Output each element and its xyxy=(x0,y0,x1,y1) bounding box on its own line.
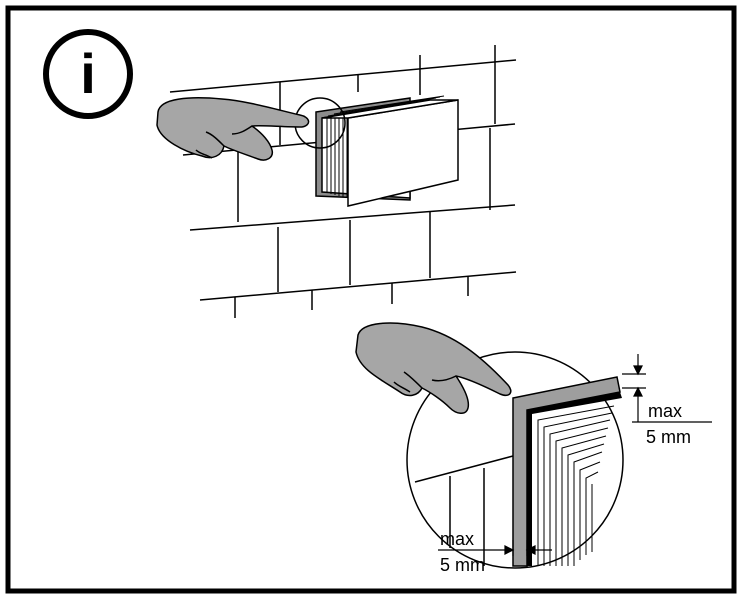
dimension-bottom-max: max xyxy=(440,529,474,549)
info-glyph: i xyxy=(80,42,96,105)
dimension-bottom-value: 5 mm xyxy=(440,555,485,575)
wall-box-unit xyxy=(315,95,459,207)
pointing-hand-icon xyxy=(156,97,310,161)
dimension-right xyxy=(622,354,712,423)
dimension-right-max: max xyxy=(648,401,682,421)
dimension-bottom xyxy=(438,540,552,556)
info-badge: i xyxy=(43,29,133,119)
dimension-right-value: 5 mm xyxy=(646,427,691,447)
pointing-hand-icon xyxy=(355,322,512,414)
info-icon xyxy=(43,29,133,119)
